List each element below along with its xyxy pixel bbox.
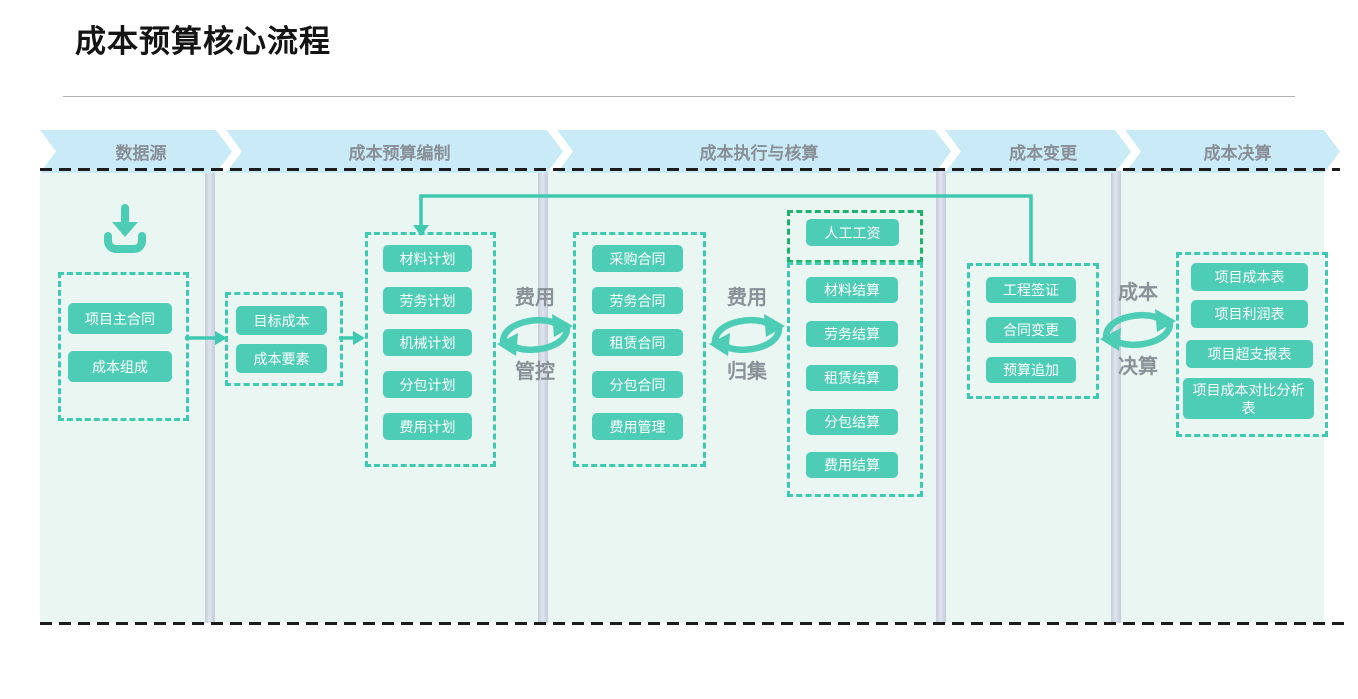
node-budget-addition: 预算追加: [986, 357, 1076, 383]
node-target-cost: 目标成本: [236, 306, 327, 335]
cycle-bottom-label: 决算: [1118, 356, 1158, 378]
node-engineering-visa: 工程签证: [986, 277, 1076, 303]
phase-banner-budgeting: 成本预算编制: [226, 130, 563, 173]
group-box-settlements: [787, 262, 923, 497]
group-box-reports: [1176, 252, 1328, 437]
node-expense-settlement: 费用结算: [806, 452, 898, 478]
section-divider: [205, 171, 215, 623]
download-icon: [104, 204, 146, 253]
node-labor-plan: 劳务计划: [383, 287, 472, 314]
cycle-bottom-label: 管控: [515, 361, 555, 383]
node-subcontract-settlement: 分包结算: [806, 409, 898, 435]
node-material-plan: 材料计划: [383, 245, 472, 272]
cycle-top-label: 费用: [727, 287, 767, 309]
phase-label: 成本预算编制: [348, 144, 451, 163]
cycle-top-label: 费用: [515, 287, 555, 309]
phase-label: 成本决算: [1203, 144, 1272, 163]
node-project-profit-table: 项目利润表: [1191, 300, 1308, 328]
node-lease-contract: 租赁合同: [592, 329, 683, 356]
section-divider: [538, 171, 548, 623]
phase-label: 成本变更: [1009, 144, 1077, 163]
node-overspend-report: 项目超支报表: [1186, 340, 1313, 368]
node-labor-contract: 劳务合同: [592, 287, 683, 314]
cycle-cost-settlement: 成本 决算: [1097, 281, 1179, 379]
node-contract-change: 合同变更: [986, 317, 1076, 343]
group-box-source: [58, 272, 189, 421]
node-labor-settlement: 劳务结算: [806, 321, 898, 347]
phase-banner-datasource: 数据源: [40, 130, 232, 173]
cycle-expense-collection: 费用 归集: [706, 286, 788, 384]
group-box-changes: [967, 263, 1099, 399]
node-machinery-plan: 机械计划: [383, 329, 472, 356]
phase-label: 成本执行与核算: [699, 144, 819, 163]
top-dashed-border: [40, 168, 1340, 171]
node-purchase-contract: 采购合同: [592, 245, 683, 272]
node-cost-element: 成本要素: [236, 344, 327, 373]
node-lease-settlement: 租赁结算: [806, 365, 898, 391]
node-cost-composition: 成本组成: [68, 351, 172, 382]
node-expense-plan: 费用计划: [383, 413, 472, 440]
title-divider: [63, 96, 1295, 97]
phase-banner-settlement: 成本决算: [1125, 130, 1340, 173]
node-subcontract-plan: 分包计划: [383, 371, 472, 398]
cycle-arrows-icon: [1100, 309, 1176, 351]
page-title: 成本预算核心流程: [75, 24, 331, 59]
cycle-arrows-icon: [497, 314, 573, 356]
node-subcontract-contract: 分包合同: [592, 371, 683, 398]
node-project-cost-table: 项目成本表: [1191, 263, 1308, 291]
cycle-bottom-label: 归集: [727, 361, 767, 383]
bottom-dashed-border: [40, 622, 1344, 625]
section-divider: [1111, 171, 1121, 623]
cycle-arrows-icon: [709, 314, 785, 356]
node-material-settlement: 材料结算: [806, 277, 898, 303]
section-divider: [936, 171, 946, 623]
phase-banner-change: 成本变更: [945, 130, 1131, 173]
cycle-top-label: 成本: [1118, 282, 1158, 304]
node-project-main-contract: 项目主合同: [68, 303, 172, 334]
node-labor-wages: 人工工资: [806, 219, 899, 246]
phase-banner-execution: 成本执行与核算: [557, 130, 951, 173]
node-expense-management: 费用管理: [592, 413, 683, 440]
phase-label: 数据源: [115, 144, 167, 163]
node-cost-comparison-analysis: 项目成本对比分析表: [1183, 378, 1314, 419]
cycle-expense-control: 费用 管控: [494, 286, 576, 384]
